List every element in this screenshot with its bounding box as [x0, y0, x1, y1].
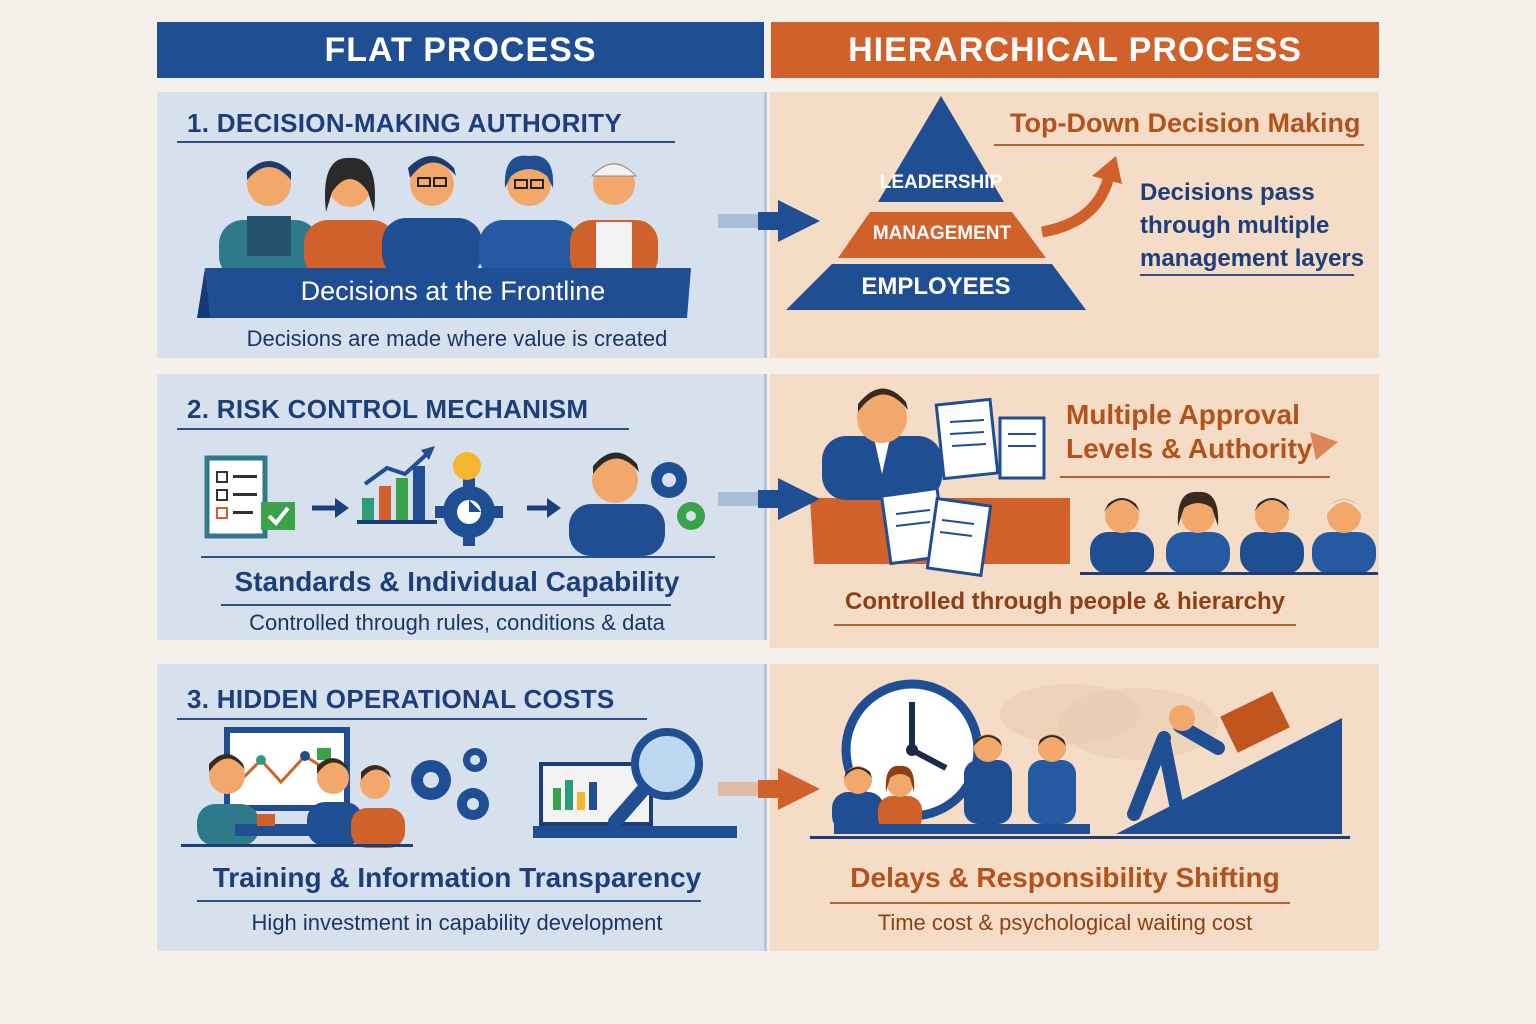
team-icon: [1080, 491, 1378, 575]
section1-hierarchical-panel: LEADERSHIP MANAGEMENT EMPLOYEES Top-Down…: [770, 92, 1379, 358]
section3-title: 3. HIDDEN OPERATIONAL COSTS: [187, 684, 615, 714]
decisions-underline: [1140, 274, 1354, 276]
pyramid-management-label: MANAGEMENT: [872, 223, 1012, 244]
right-arrow-icon: [718, 768, 820, 810]
person-icon: [382, 156, 482, 278]
curved-arrow-icon: [1040, 156, 1122, 238]
text-line: through multiple: [1140, 212, 1330, 239]
person-icon: [304, 157, 396, 280]
section3-hierarchical-panel: Delays & Responsibility Shifting Time co…: [770, 664, 1379, 951]
text-line: management layers: [1140, 245, 1365, 272]
top-down-underline: [994, 144, 1364, 146]
document-icon: [934, 397, 1046, 481]
person-icon: [570, 163, 658, 280]
section3-right-heading: Delays & Responsibility Shifting: [850, 862, 1280, 893]
section1-title-underline: [177, 141, 675, 143]
section2-right-underline: [834, 624, 1296, 626]
section1-title: 1. DECISION-MAKING AUTHORITY: [187, 108, 623, 138]
ribbon-icon: [1310, 432, 1338, 460]
pyramid-diagram: [786, 96, 1086, 310]
meeting-people-icon: [181, 754, 413, 848]
section1-caption: Decisions are made where value is create…: [246, 326, 668, 351]
person-icon: [479, 155, 579, 280]
executive-person-icon: [822, 388, 942, 500]
text-line: Multiple Approval: [1066, 399, 1300, 430]
section2-right-caption: Controlled through people & hierarchy: [844, 588, 1286, 615]
document-icon: [879, 486, 993, 578]
person-icon: [219, 161, 319, 280]
approval-levels-illustration: [810, 388, 1378, 578]
section3-caption: High investment in capability developmen…: [251, 910, 663, 935]
gears-icon: [411, 748, 489, 820]
gears-icon: [651, 462, 705, 530]
top-down-title: Top-Down Decision Making: [1010, 108, 1361, 138]
section3-right-caption: Time cost & psychological waiting cost: [877, 910, 1253, 935]
section3-flat-panel: 3. HIDDEN OPERATIONAL COSTS: [157, 664, 767, 951]
bar-chart-icon: [357, 446, 437, 524]
section3-title-underline: [177, 718, 647, 720]
section2-title: 2. RISK CONTROL MECHANISM: [187, 394, 589, 424]
person-icon: [569, 452, 665, 556]
section2-heading: Standards & Individual Capability: [234, 566, 680, 597]
pyramid-employees-label: EMPLOYEES: [861, 273, 1011, 300]
section2-heading-underline: [221, 604, 671, 606]
section3-right-underline: [830, 902, 1290, 904]
section3-heading: Training & Information Transparency: [212, 862, 702, 893]
waiting-people-icon: [832, 734, 1090, 834]
lightbulb-icon: [453, 452, 481, 480]
section2-caption: Controlled through rules, conditions & d…: [249, 610, 665, 635]
section3-heading-underline: [197, 900, 701, 902]
section2-hierarchical-panel: Multiple Approval Levels & Authority Con…: [770, 374, 1379, 648]
decisions-pass-text: Decisions pass through multiple manageme…: [1140, 176, 1364, 275]
training-illustration: [181, 727, 737, 848]
section2-title-underline: [177, 428, 629, 430]
approval-levels-underline: [1060, 476, 1330, 478]
risk-control-illustration: [201, 446, 715, 558]
flat-process-header: FLAT PROCESS: [157, 22, 764, 78]
right-arrow-icon: [718, 478, 820, 520]
magnifier-icon: [608, 728, 703, 829]
frontline-banner-text: Decisions at the Frontline: [300, 276, 606, 306]
checklist-icon: [204, 455, 295, 539]
section2-flat-panel: 2. RISK CONTROL MECHANISM: [157, 374, 767, 640]
delays-illustration: [810, 679, 1350, 839]
presentation-screen-icon: [224, 727, 350, 811]
frontline-team-illustration: [197, 155, 691, 318]
text-line: Levels & Authority: [1066, 433, 1313, 464]
hierarchical-process-header: HIERARCHICAL PROCESS: [771, 22, 1379, 78]
pyramid-leadership-label: LEADERSHIP: [879, 172, 1003, 193]
right-arrow-icon: [718, 200, 820, 242]
uphill-push-icon: [1116, 691, 1342, 834]
text-line: Decisions pass: [1140, 179, 1315, 206]
approval-levels-title: Multiple Approval Levels & Authority: [1066, 398, 1312, 466]
section1-flat-panel: 1. DECISION-MAKING AUTHORITY: [157, 92, 767, 358]
gear-icon: [435, 478, 503, 546]
